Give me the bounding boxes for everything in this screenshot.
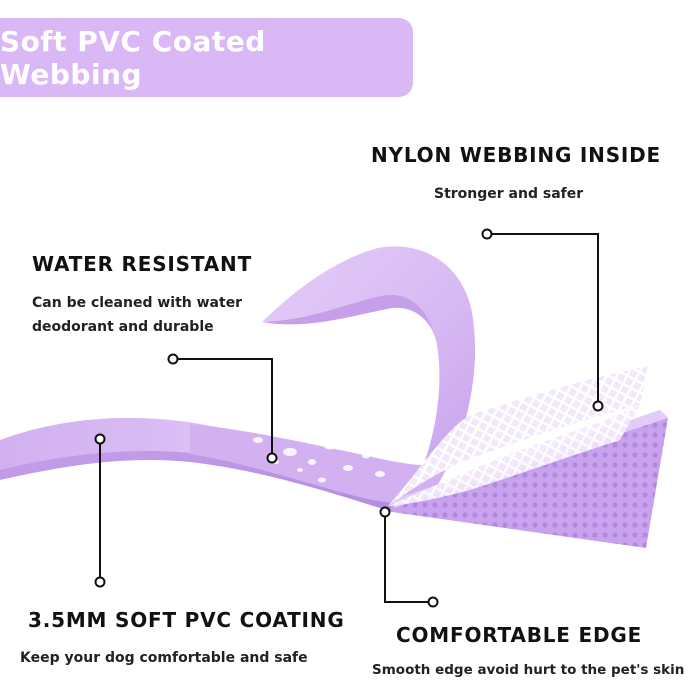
callout-nylon (481, 228, 604, 412)
nylon-desc: Stronger and safer (434, 186, 584, 202)
callout-water (167, 353, 278, 464)
strap-curl (262, 246, 476, 480)
callout-edge (379, 506, 439, 608)
title-banner: Soft PVC Coated Webbing (0, 18, 413, 97)
nylon-mesh-lower (388, 405, 640, 506)
water-desc-line2: deodorant and durable (32, 319, 214, 335)
callout-coating (94, 433, 106, 588)
strap-curl-inner (262, 294, 436, 340)
edge-heading: COMFORTABLE EDGE (396, 623, 643, 647)
edge-desc: Smooth edge avoid hurt to the pet's skin (372, 662, 685, 678)
strap-middle-band (190, 424, 450, 504)
water-droplets (253, 437, 385, 483)
banner-title: Soft PVC Coated Webbing (0, 24, 266, 91)
water-heading: WATER RESISTANT (32, 252, 253, 276)
coating-heading: 3.5MM SOFT PVC COATING (28, 608, 345, 632)
nylon-heading: NYLON WEBBING INSIDE (371, 143, 662, 167)
water-desc-line1: Can be cleaned with water (32, 295, 243, 311)
coating-desc: Keep your dog comfortable and safe (20, 650, 308, 666)
nylon-mesh (388, 366, 648, 506)
